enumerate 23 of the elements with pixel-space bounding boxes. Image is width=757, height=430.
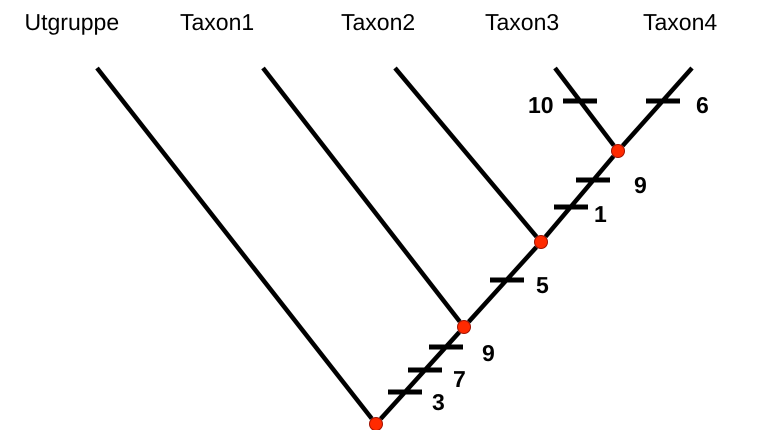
- taxon-label: Taxon1: [180, 8, 254, 36]
- taxon-label: Utgruppe: [24, 8, 120, 36]
- character-number: 7: [453, 366, 466, 393]
- branch-line: [553, 66, 616, 147]
- branch-node-dot: [611, 144, 625, 158]
- branch-line: [95, 66, 374, 420]
- branch-line: [393, 66, 538, 238]
- character-number: 3: [432, 389, 445, 416]
- branch-line: [544, 154, 616, 238]
- branch-line: [620, 66, 694, 148]
- branch-node-dot: [369, 417, 383, 430]
- character-number: 9: [482, 340, 495, 367]
- character-number: 10: [528, 92, 554, 119]
- character-number: 9: [634, 172, 647, 199]
- taxon-label: Taxon2: [341, 8, 416, 36]
- character-number: 1: [594, 201, 607, 228]
- branch-line: [261, 66, 462, 323]
- character-number: 6: [696, 92, 709, 119]
- taxon-label: Taxon3: [485, 8, 560, 36]
- branch-line: [379, 330, 461, 420]
- character-number: 5: [536, 272, 549, 299]
- branch-line: [467, 246, 538, 324]
- taxon-label: Taxon4: [643, 8, 718, 36]
